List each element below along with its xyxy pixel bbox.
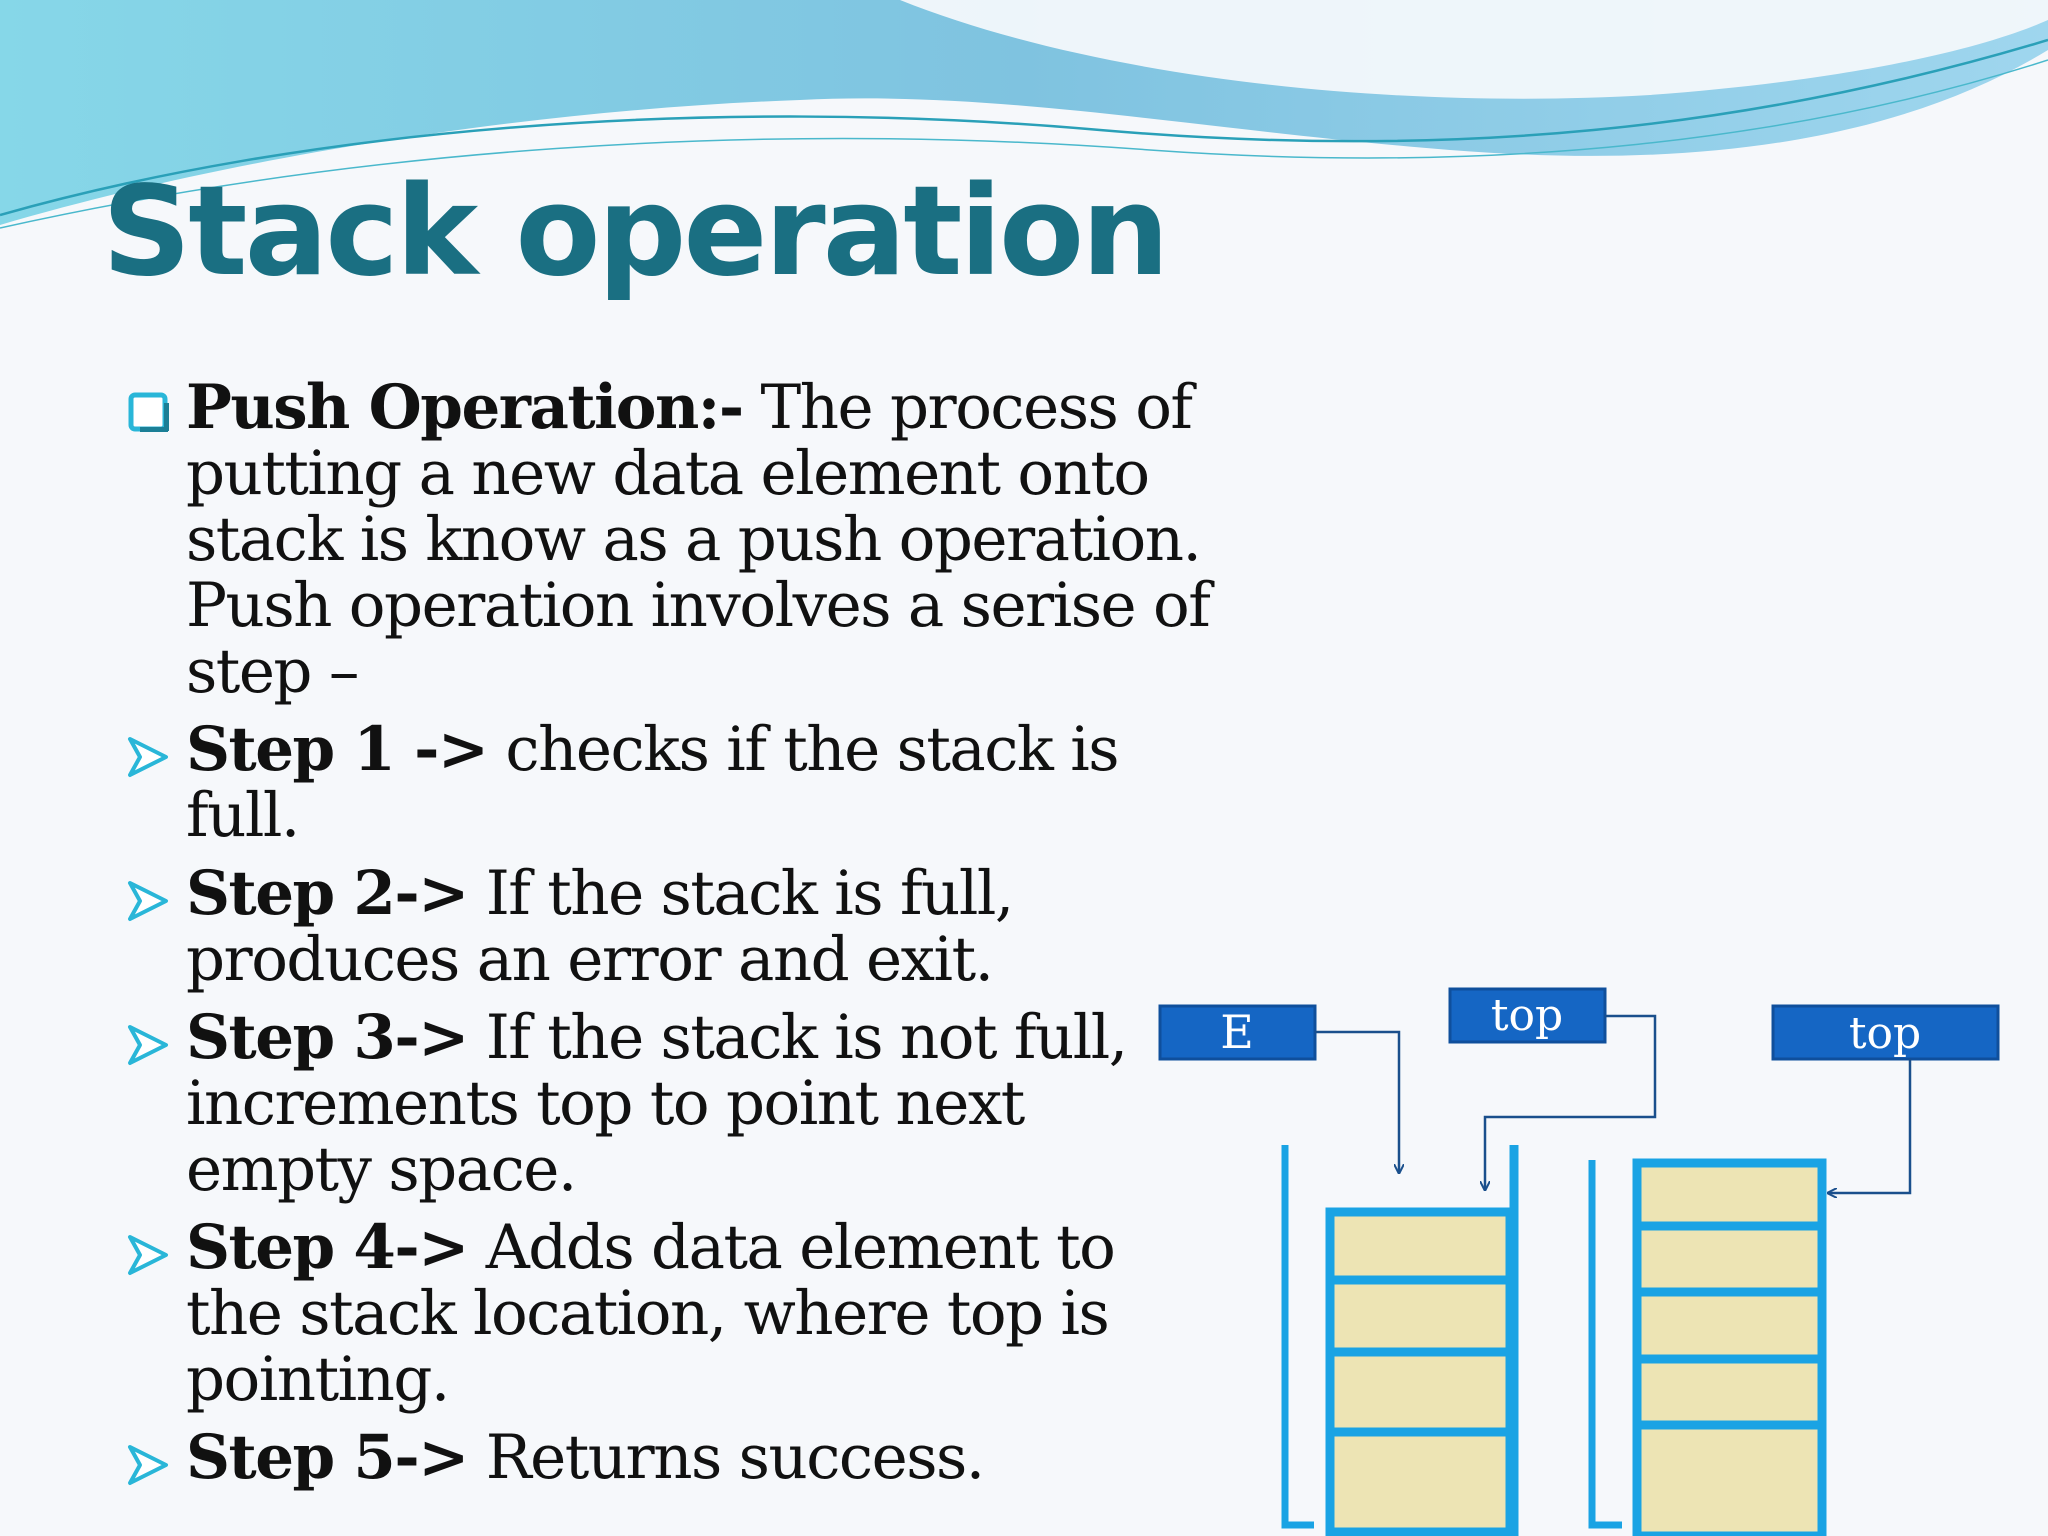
step-item: Step 1 -> checks if the stack is full. [126,717,1216,849]
element-e-box: E [1158,1004,1317,1061]
top-label-after: top [1849,1008,1921,1059]
step-description: If the stack is not full, increments top… [186,1002,1128,1205]
push-description: The process of putting a new data elemen… [186,372,1211,707]
step-text: Step 2-> If the stack is full, produces … [186,861,1216,993]
step-text: Step 3-> If the stack is not full, incre… [186,1005,1216,1203]
push-operation-item: Push Operation:- The process of putting … [126,375,1216,705]
step-label: Step 4-> [186,1212,469,1283]
stack-push-diagram: E top top [1158,987,2000,1536]
arrow-bullet-icon [128,737,168,777]
push-heading: Push Operation:- [186,372,744,443]
top-pointer-box-before: top [1448,987,1607,1044]
arrow-bullet-icon [128,1445,168,1485]
stack-after-push [1588,1158,1827,1536]
square-bullet-icon [128,392,169,432]
header-wave-decoration [0,0,2048,229]
stack-before-push [1281,1145,1519,1536]
arrow-bullet-icon [128,881,168,921]
slide-title: Stack operation [102,160,1170,304]
step-description: If the stack is full, produces an error … [186,858,1014,995]
content-list: Push Operation:- The process of putting … [126,375,1216,1491]
element-e-label: E [1220,1005,1254,1059]
top-label-before: top [1491,990,1563,1041]
step-text: Step 4-> Adds data element to the stack … [186,1215,1216,1413]
step-description: checks if the stack is full. [186,714,1120,851]
step-description: Returns success. [467,1422,985,1493]
push-operation-paragraph: Push Operation:- The process of putting … [186,375,1216,705]
step-item: Step 5-> Returns success. [126,1425,1216,1491]
step-label: Step 2-> [186,858,469,929]
arrow-bullet-icon [128,1025,168,1065]
step-item: Step 3-> If the stack is not full, incre… [126,1005,1216,1203]
arrow-bullet-icon [128,1235,168,1275]
step-text: Step 1 -> checks if the stack is full. [186,717,1216,849]
top-before-arrow [1485,1014,1657,1190]
step-label: Step 1 -> [186,714,489,785]
step-label: Step 5-> [186,1422,469,1493]
step-text: Step 5-> Returns success. [186,1425,1216,1491]
step-description: Adds data element to the stack location,… [186,1212,1116,1415]
top-after-arrow [1828,1059,1912,1193]
step-item: Step 2-> If the stack is full, produces … [126,861,1216,993]
step-item: Step 4-> Adds data element to the stack … [126,1215,1216,1413]
element-e-arrow [1315,1030,1399,1173]
step-label: Step 3-> [186,1002,469,1073]
top-pointer-box-after: top [1771,1004,2000,1061]
